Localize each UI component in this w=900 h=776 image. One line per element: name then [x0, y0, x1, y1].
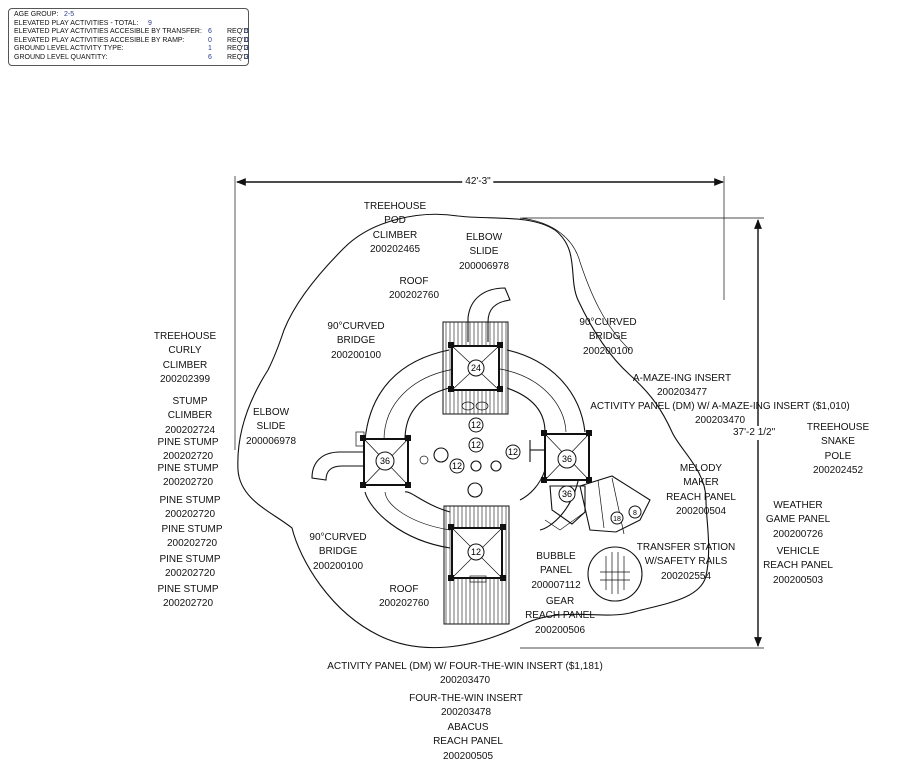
- deck-height-right-low: 36: [558, 485, 576, 503]
- info-table: AGE GROUP: 2-5 ELEVATED PLAY ACTIVITIES …: [8, 8, 249, 66]
- ground-qty-req-value: 3: [245, 53, 249, 61]
- transfer-req-label: REQ'D: [227, 28, 249, 36]
- svg-text:36: 36: [380, 456, 390, 466]
- ground-type-value: 1: [208, 45, 212, 53]
- label-activity-panel-amaze: ACTIVITY PANEL (DM) W/ A-MAZE-ING INSERT…: [590, 401, 850, 427]
- svg-text:12: 12: [471, 420, 481, 430]
- deck-height-right: 36: [557, 449, 577, 469]
- ground-height-b: 12: [468, 437, 484, 453]
- info-row-total: ELEVATED PLAY ACTIVITIES - TOTAL: 9: [12, 20, 245, 29]
- transfer-steps: [579, 475, 651, 533]
- ramp-req-value: 0: [245, 36, 249, 44]
- label-activity-panel-four-the-win: ACTIVITY PANEL (DM) W/ FOUR-THE-WIN INSE…: [327, 661, 603, 687]
- deck-height-top: 24: [467, 359, 485, 377]
- pine-stump: [433, 447, 449, 463]
- svg-text:24: 24: [471, 363, 481, 373]
- depth-dimension-text: 37'-2 1/2": [733, 426, 776, 441]
- pine-stump: [470, 460, 482, 472]
- svg-text:12: 12: [471, 547, 481, 557]
- age-group-value: 2-5: [64, 11, 75, 18]
- elbow-slide-top: [467, 287, 511, 342]
- step-height-a: 18: [610, 511, 624, 525]
- transfer-req-value: 5: [245, 28, 249, 36]
- info-row-transfer: ELEVATED PLAY ACTIVITIES ACCESIBLE BY TR…: [12, 28, 249, 37]
- ramp-label: ELEVATED PLAY ACTIVITIES ACCESIBLE BY RA…: [14, 36, 185, 44]
- pine-stump: [490, 460, 502, 472]
- svg-text:36: 36: [562, 454, 572, 464]
- svg-text:12: 12: [452, 461, 462, 471]
- curved-bridge-inner: [404, 387, 546, 513]
- info-row-ground-type: GROUND LEVEL ACTIVITY TYPE: 1 REQ'D 3: [12, 45, 249, 54]
- use-zone-outline: [237, 213, 710, 649]
- ground-type-req-label: REQ'D: [227, 45, 249, 53]
- step-height-b: 8: [628, 505, 642, 519]
- ground-qty-label: GROUND LEVEL QUANTITY:: [14, 53, 108, 61]
- info-row-ground-qty: GROUND LEVEL QUANTITY: 6 REQ'D 3: [12, 53, 249, 63]
- width-dimension-text: 42'-3": [462, 175, 494, 190]
- pine-stump: [419, 455, 429, 465]
- ramp-req-label: REQ'D: [227, 36, 249, 44]
- ground-height-a: 12: [468, 417, 484, 433]
- ground-qty-value: 6: [208, 53, 212, 61]
- svg-text:18: 18: [613, 516, 621, 523]
- elbow-slide-left: [311, 451, 364, 481]
- step-ramp-edge: [544, 511, 586, 531]
- svg-text:12: 12: [508, 447, 518, 457]
- transfer-value: 6: [208, 28, 212, 36]
- svg-text:12: 12: [471, 440, 481, 450]
- deck-height-left: 36: [375, 451, 395, 471]
- stump-climber: [467, 482, 483, 498]
- transfer-label: ELEVATED PLAY ACTIVITIES ACCESIBLE BY TR…: [14, 28, 202, 36]
- ground-height-d: 12: [505, 444, 521, 460]
- transfer-station-symbol: [587, 546, 643, 602]
- ground-height-c: 12: [449, 458, 465, 474]
- ramp-value: 0: [208, 36, 212, 44]
- ground-type-req-value: 3: [245, 45, 249, 53]
- svg-text:36: 36: [562, 489, 572, 499]
- age-group-label: AGE GROUP:: [14, 11, 59, 18]
- info-row-ramp: ELEVATED PLAY ACTIVITIES ACCESIBLE BY RA…: [12, 36, 249, 46]
- total-value: 9: [148, 19, 152, 27]
- use-zone-outline-upper: [519, 217, 631, 351]
- ground-qty-req-label: REQ'D: [227, 53, 249, 61]
- ground-type-label: GROUND LEVEL ACTIVITY TYPE:: [14, 45, 124, 53]
- svg-text:8: 8: [633, 510, 637, 517]
- info-row-age-group: AGE GROUP: 2-5: [12, 11, 245, 20]
- total-label: ELEVATED PLAY ACTIVITIES - TOTAL:: [14, 19, 139, 27]
- deck-right-low: [549, 485, 586, 525]
- curved-bridge-outer: [364, 349, 586, 549]
- deck-height-bottom: 12: [467, 543, 485, 561]
